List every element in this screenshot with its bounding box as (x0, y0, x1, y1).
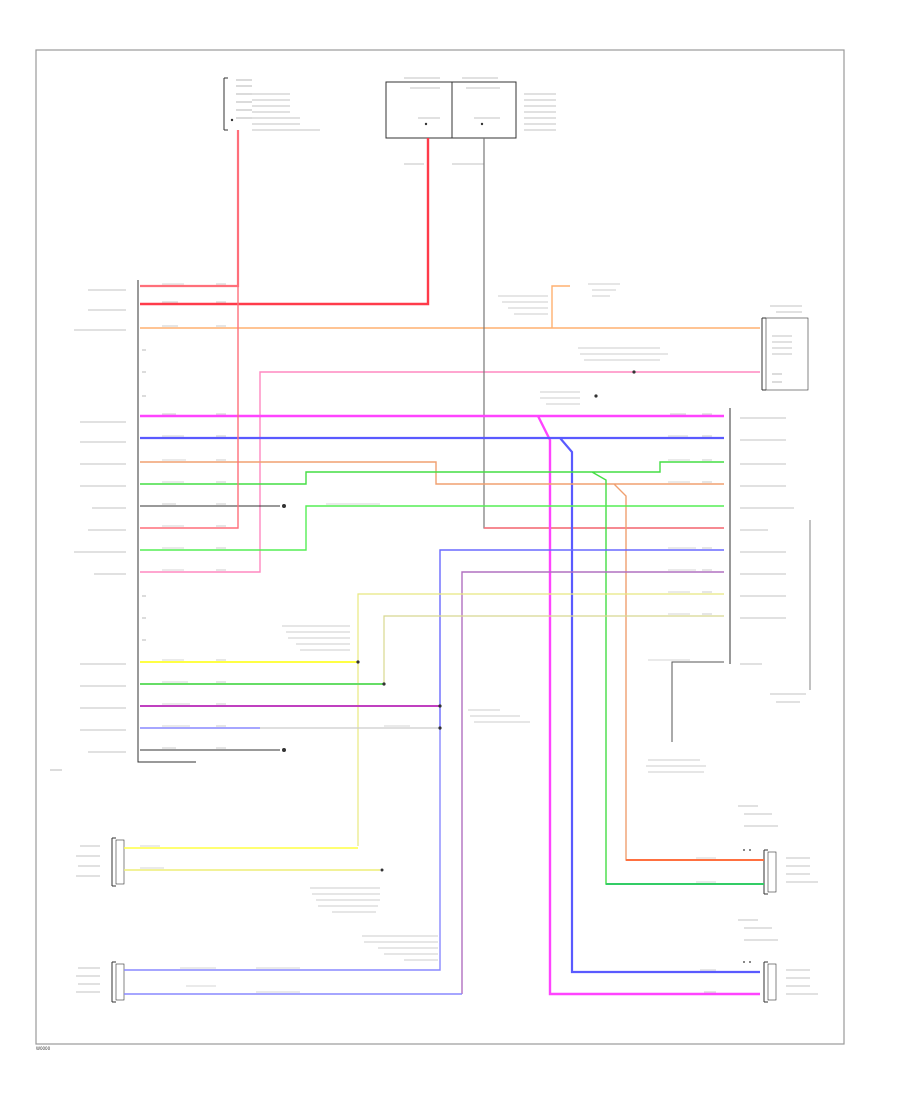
radio-connector-left (50, 280, 196, 771)
right-rear-speaker (76, 961, 125, 1003)
wire-green-fl (140, 461, 760, 885)
splice-points (356, 370, 636, 730)
diagram-reference-code: W0000 (36, 1046, 51, 1051)
wire-red-fuse-1 (140, 130, 240, 288)
left-front-speaker (738, 805, 818, 895)
wire-lgreen-remote (140, 505, 724, 551)
wire-red-fuse-2 (140, 138, 430, 306)
subwoofer-connector-right (729, 408, 811, 703)
wire-red-fuse-1b (140, 286, 239, 529)
wire-pink-radio (140, 371, 760, 573)
wire-yellow-sub (357, 593, 724, 846)
wire-gray-right (671, 661, 724, 742)
connector-bumps (743, 849, 751, 963)
right-front-speaker (738, 919, 818, 1003)
wire-code-marks (140, 283, 716, 993)
wire-purple-amp (461, 571, 724, 994)
wire-gray-center (483, 138, 724, 529)
wire-violet-amp (439, 549, 724, 730)
wire-orange-illum-tap (551, 285, 570, 328)
cluster-connector (761, 305, 809, 391)
fuse-box-left (223, 77, 320, 131)
left-rear-speaker (76, 837, 125, 887)
note-text-blocks (282, 283, 706, 961)
wire-ygreen-sub (383, 615, 724, 684)
diagram-frame (35, 49, 845, 1045)
fuse-box-center (385, 77, 556, 165)
wire-blue-rrs (124, 730, 441, 971)
